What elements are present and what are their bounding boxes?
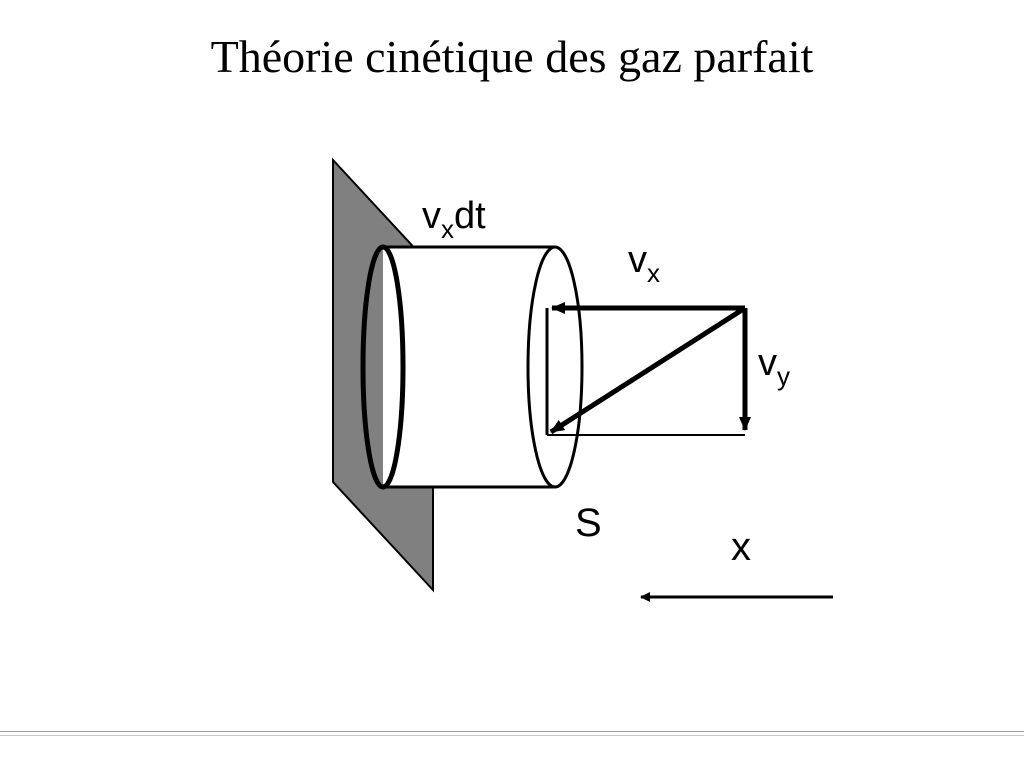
cylinder-body (383, 247, 555, 487)
surface-s-ellipse (526, 245, 584, 489)
cylinder-back-ellipse (360, 244, 406, 490)
surface-label: S (575, 501, 602, 545)
vy-label: vy (758, 342, 790, 391)
footer-rule (0, 731, 1024, 732)
slide-title: Théorie cinétique des gaz parfait (210, 31, 814, 82)
velocity-arrow (549, 305, 747, 435)
vxdt-label: vxdt (422, 195, 486, 244)
vx-label: vx (628, 239, 660, 288)
footer-rule-secondary (0, 735, 1024, 736)
axis-label: x (731, 525, 751, 569)
